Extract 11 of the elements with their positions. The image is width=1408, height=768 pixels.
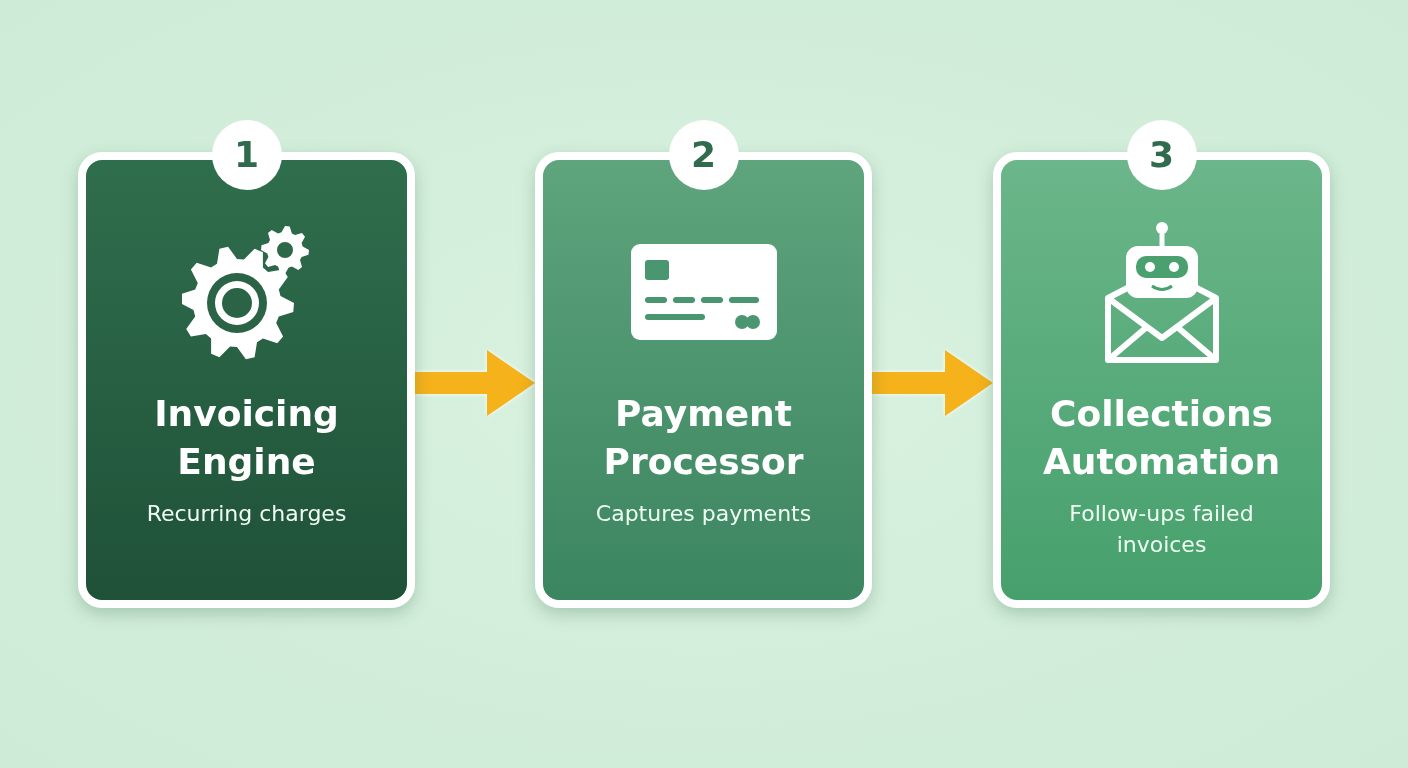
step-badge: 1 <box>211 120 282 190</box>
card-description: Captures payments <box>594 500 813 528</box>
step-badge: 2 <box>668 120 739 190</box>
card-title: Payment Processor <box>602 392 805 484</box>
arrow <box>415 350 535 416</box>
card-title: Invoicing Engine <box>153 392 340 484</box>
card-description: Follow-ups failed invoices <box>1068 500 1255 559</box>
card-description: Recurring charges <box>145 500 348 528</box>
card-title: Collections Automation <box>1041 392 1282 484</box>
step-badge: 3 <box>1126 120 1197 190</box>
arrow <box>872 350 993 416</box>
